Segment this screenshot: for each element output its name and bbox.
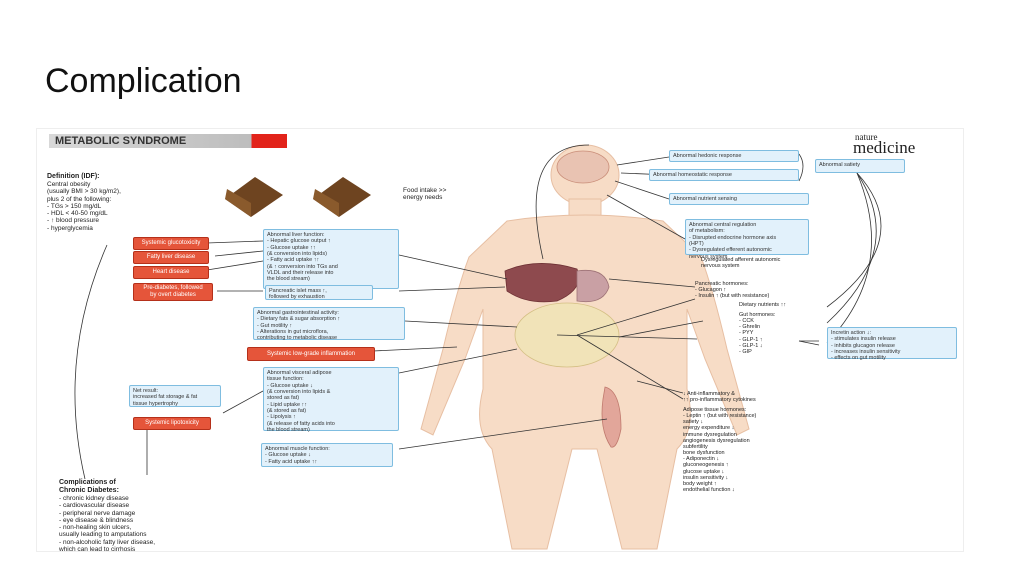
diagram-canvas bbox=[74, 144, 882, 550]
metabolic-syndrome-figure: METABOLIC SYNDROME nature medicine Defin… bbox=[36, 128, 964, 552]
journal-logo-line1: nature bbox=[855, 132, 878, 142]
incretin-action-box: Incretin action ↓: - stimulates insulin … bbox=[827, 327, 957, 361]
visceral-adipose-box: Abnormal visceral adipose tissue functio… bbox=[263, 367, 399, 433]
figure-banner: METABOLIC SYNDROME bbox=[49, 134, 287, 148]
muscle-function-box: Abnormal muscle function: - Glucose upta… bbox=[261, 443, 393, 467]
liver-shape bbox=[504, 263, 580, 303]
food-image-2 bbox=[313, 177, 371, 217]
cytokines-label: ↓ Anti-inflammatory & ↑↑ pro-inflammator… bbox=[683, 391, 756, 404]
central-regulation-box: Abnormal central regulation of metabolis… bbox=[685, 219, 809, 260]
systemic-inflammation-box: Systemic low-grade inflammation bbox=[247, 347, 375, 361]
dietary-nutrients-label: Dietary nutrients ↑↑ bbox=[739, 302, 787, 308]
prediabetes-box: Pre-diabetes, followed by overt diabetes bbox=[133, 283, 213, 301]
homeostatic-response-box: Abnormal homeostatic response bbox=[649, 169, 799, 181]
food-intake-label: Food intake >> energy needs bbox=[403, 187, 447, 202]
complications-body: - chronic kidney disease - cardiovascula… bbox=[59, 495, 156, 552]
pancreatic-islet-box: Pancreatic islet mass ↑, followed by exh… bbox=[265, 285, 373, 300]
heart-disease-box: Heart disease bbox=[133, 266, 209, 279]
systemic-glucotoxicity-box: Systemic glucotoxicity bbox=[133, 237, 209, 250]
slide-title: Complication bbox=[45, 62, 242, 100]
complications-heading: Complications of Chronic Diabetes: bbox=[59, 479, 119, 494]
adipose-hormones-label: Adipose tissue hormones: - Leptin ↑ (but… bbox=[683, 407, 757, 494]
fatty-liver-disease-box: Fatty liver disease bbox=[133, 251, 209, 264]
liver-function-box: Abnormal liver function: - Hepatic gluco… bbox=[263, 229, 399, 289]
brain-shape bbox=[556, 150, 610, 184]
food-image-1 bbox=[225, 177, 283, 217]
definition-body: Central obesity (usually BMI > 30 kg/m2)… bbox=[47, 181, 121, 232]
hedonic-response-box: Abnormal hedonic response bbox=[669, 150, 799, 162]
systemic-lipotoxicity-box: Systemic lipotoxicity bbox=[133, 417, 211, 430]
gastrointestinal-box: Abnormal gastrointestinal activity: - Di… bbox=[253, 307, 405, 341]
net-result-box: Net result: increased fat storage & fat … bbox=[129, 385, 221, 407]
stomach-shape bbox=[576, 269, 610, 303]
pancreatic-hormones-label: Pancreatic hormones: - Glucagon ↑ - Insu… bbox=[695, 281, 770, 300]
arrows bbox=[74, 144, 882, 480]
definition-heading: Definition (IDF): bbox=[47, 173, 100, 180]
autonomic-nervous-label: Dysregulated afferent autonomic nervous … bbox=[701, 257, 781, 270]
abnormal-satiety-box: Abnormal satiety bbox=[815, 159, 905, 173]
muscle-shape bbox=[601, 386, 622, 448]
gut-hormones-label: Gut hormones: - CCK - Ghrelin - PYY - GL… bbox=[739, 312, 776, 355]
nutrient-sensing-box: Abnormal nutrient sensing bbox=[669, 193, 809, 205]
journal-logo-line2: medicine bbox=[853, 138, 916, 157]
